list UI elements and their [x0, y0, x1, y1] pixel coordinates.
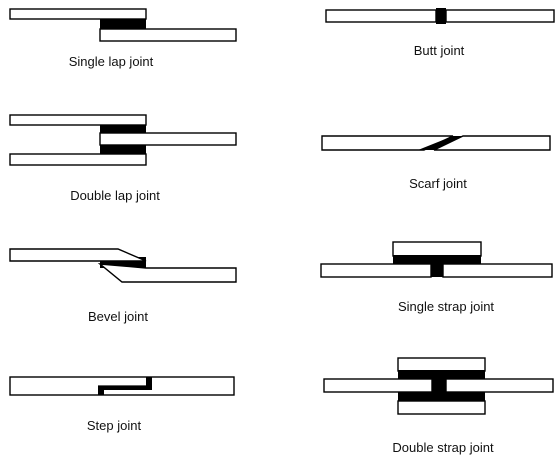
- upper-adherend: [9, 8, 147, 20]
- lower-outer-adherend: [9, 153, 147, 166]
- lower-strap-adherend: [397, 400, 486, 415]
- scarf-joint-label: Scarf joint: [409, 176, 467, 191]
- adhesive-layer: [100, 18, 146, 30]
- upper-strap-adherend: [397, 357, 486, 372]
- left-adherend: [320, 263, 432, 278]
- double-lap-joint-figure: [9, 114, 237, 166]
- butt-joint-label: Butt joint: [414, 43, 465, 58]
- single-lap-joint-figure: [9, 8, 237, 42]
- bevel-joint-figure: [9, 248, 237, 283]
- single-strap-joint-label: Single strap joint: [398, 299, 494, 314]
- strap-adherend: [392, 241, 482, 257]
- adhesive-layer: [418, 136, 463, 150]
- double-strap-joint-figure: [323, 357, 554, 415]
- adhesive-layer: [393, 255, 481, 264]
- left-adherend: [323, 378, 433, 393]
- butt-joint-figure: [325, 8, 555, 24]
- right-adherend: [442, 263, 553, 278]
- right-adherend: [445, 9, 555, 23]
- step-joint-figure: [9, 376, 235, 396]
- center-adherend: [99, 132, 237, 146]
- upper-outer-adherend: [9, 114, 147, 126]
- gap-adhesive: [431, 262, 443, 277]
- left-adherend: [325, 9, 437, 23]
- upper-adherend: [9, 248, 147, 262]
- single-lap-joint-label: Single lap joint: [69, 54, 154, 69]
- scarf-joint-figure: [321, 135, 551, 151]
- lower-adherend: [99, 28, 237, 42]
- bevel-joint-label: Bevel joint: [88, 309, 148, 324]
- right-adherend: [445, 378, 554, 393]
- double-lap-joint-label: Double lap joint: [70, 188, 160, 203]
- lower-adherend: [97, 263, 237, 283]
- single-strap-joint-figure: [320, 241, 553, 278]
- double-strap-joint-label: Double strap joint: [392, 440, 494, 455]
- adhesive-layer: [436, 8, 446, 24]
- step-joint-label: Step joint: [87, 418, 142, 433]
